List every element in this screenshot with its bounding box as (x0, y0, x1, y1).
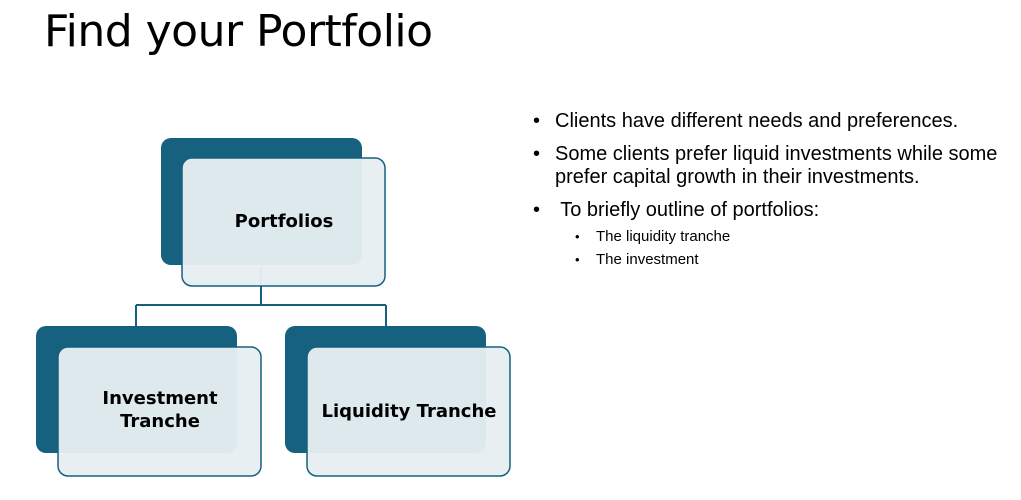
root-node-label: Portfolios (234, 210, 334, 232)
investment-node-label: Investment Tranche (102, 388, 218, 432)
bullet-item: To briefly outline of portfolios: (533, 199, 1003, 222)
liquidity-node-label: Liquidity Tranche (321, 400, 497, 422)
bullet-item: Clients have different needs and prefere… (533, 110, 1003, 133)
root-node-front (181, 157, 386, 287)
investment-node-front (57, 346, 262, 477)
bullet-item: Some clients prefer liquid investments w… (533, 143, 1003, 189)
slide-title: Find your Portfolio (44, 6, 433, 57)
sub-bullet-list: The liquidity tranche The investment (533, 225, 1003, 271)
sub-bullet-item: The liquidity tranche (575, 225, 1003, 248)
bullet-list: Clients have different needs and prefere… (533, 110, 1003, 271)
sub-bullet-item: The investment (575, 248, 1003, 271)
liquidity-node-front (306, 346, 511, 477)
bullet-item-text: To briefly outline of portfolios: (555, 199, 820, 221)
